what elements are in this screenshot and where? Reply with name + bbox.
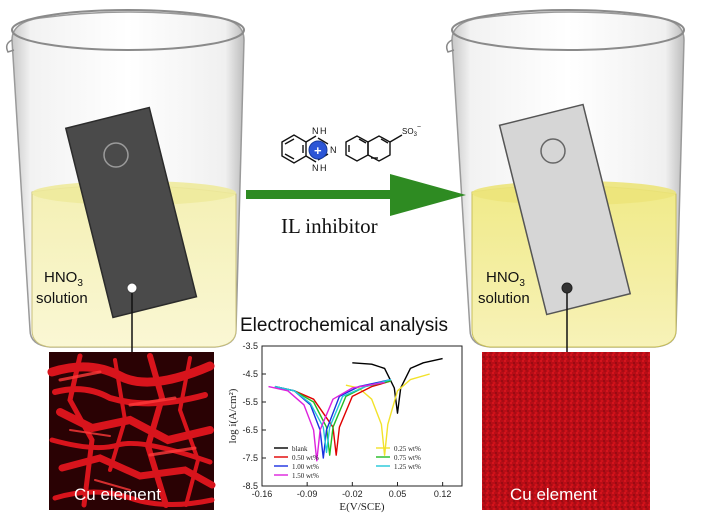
legend-label: 0.25 wt% <box>394 445 421 453</box>
arrow-label: IL inhibitor <box>281 214 378 238</box>
right-beaker: HNO3 solution <box>445 9 685 348</box>
right-plate-hole <box>540 138 566 164</box>
x-tick-label: 0.12 <box>434 489 452 499</box>
left-element-label: Cu element <box>74 485 161 504</box>
x-tick-label: -0.16 <box>252 489 273 499</box>
benzotriazolium-cation <box>281 134 329 164</box>
left-solution-label: HNO3 <box>44 269 83 289</box>
arrow-shaft <box>246 190 396 199</box>
right-plate-marker <box>561 282 573 294</box>
left-beaker: HNO3 solution <box>5 9 245 348</box>
y-tick-label: -3.5 <box>242 341 258 351</box>
y-tick-label: -8.5 <box>242 481 258 491</box>
x-tick-label: 0.05 <box>389 489 407 499</box>
left-plate-marker <box>126 282 138 294</box>
right-solution-label: HNO3 <box>486 269 525 289</box>
x-tick-label: -0.02 <box>342 489 363 499</box>
y-tick-label: -4.5 <box>242 369 258 379</box>
x-axis-label: E(V/SCE) <box>339 501 385 513</box>
left-solution-label-line2: solution <box>36 290 88 307</box>
left-cu-map: Cu element <box>47 352 216 510</box>
series-line <box>268 381 385 462</box>
naphthalene-sulfonate-anion <box>345 134 403 162</box>
cation-h-top: H <box>320 126 327 136</box>
series-line <box>274 378 392 454</box>
legend-label: 0.50 wt% <box>292 454 319 462</box>
right-beaker-rim <box>451 9 685 51</box>
right-element-label: Cu element <box>510 485 597 504</box>
cation-charge-plus: + <box>314 143 322 158</box>
y-tick-label: -7.5 <box>242 453 258 463</box>
x-tick-label: -0.09 <box>297 489 318 499</box>
y-axis-label: log i(A/cm²) <box>227 388 239 443</box>
legend-label: 1.00 wt% <box>292 463 319 471</box>
left-beaker-spout <box>5 39 15 53</box>
left-cu-map-highlights <box>58 370 197 491</box>
cation-n-top: N <box>312 126 319 136</box>
left-cu-plate <box>64 106 198 319</box>
legend-label: 0.75 wt% <box>394 454 421 462</box>
cation-h-bottom: H <box>320 163 327 173</box>
legend-label: 1.50 wt% <box>292 472 319 480</box>
inhibitor-molecules: + N H N N H SO3− <box>281 124 421 173</box>
chart-plot-area <box>261 345 463 487</box>
polarization-chart: -3.5 -4.5 -5.5 -6.5 -7.5 -8.5-0.16 -0.09 -0.02 0… <box>227 341 463 513</box>
right-cu-map-bg <box>482 352 650 510</box>
left-cu-map-texture <box>47 353 216 508</box>
series-line <box>274 380 392 456</box>
legend-label: 1.25 wt% <box>394 463 421 471</box>
y-tick-label: -6.5 <box>242 425 258 435</box>
cation-n-bottom: N <box>312 163 319 173</box>
cation-n-right: N <box>330 145 337 155</box>
legend-label: blank <box>292 445 308 453</box>
process-arrow <box>246 174 466 216</box>
series-line <box>352 357 443 414</box>
right-solution-label-line2: solution <box>478 290 530 307</box>
series-line <box>345 373 430 456</box>
sulfonate-label: SO3− <box>402 124 421 138</box>
right-beaker-spout <box>445 39 455 53</box>
left-beaker-rim <box>11 9 245 51</box>
cation-charge-icon <box>308 140 328 160</box>
right-cu-map: Cu element <box>482 352 650 510</box>
left-plate-hole <box>103 142 129 168</box>
right-cu-plate <box>498 103 632 316</box>
arrow-head <box>390 174 466 216</box>
analysis-title: Electrochemical analysis <box>240 315 448 336</box>
y-tick-label: -5.5 <box>242 397 258 407</box>
